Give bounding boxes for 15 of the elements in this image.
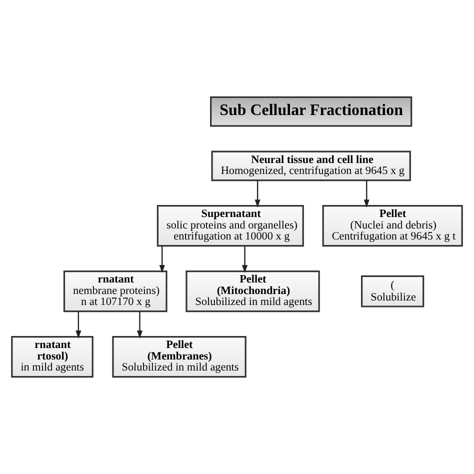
node-box: Pellet (Mitochondria) Solubilized in mild agents [186,270,320,312]
arrow [364,180,370,208]
node-box: Pellet (Nuclei and debris) Centrifugation at 9645 x g t [322,205,463,247]
arrow [159,246,165,274]
node-box: Neural tissue and cell line Homogenized, centrifugation at 9645 x g [211,150,411,182]
arrow [76,311,82,339]
node-box: Sub Cellular Fractionation [210,96,412,127]
arrow [136,311,143,339]
arrow [254,180,260,208]
node-box: rnatant nembrane proteins) n at 107170 x g [63,270,168,312]
arrow [242,246,248,274]
node-box: ( Solubilize [361,275,424,308]
node-box: Supernatant solic proteins and organelles) entrifugation at 10000 x g [156,205,304,247]
node-box: rnatant rtosol) in mild agents [11,336,94,378]
node-box: Pellet (Membranes) Solubilized in mild agents [112,336,246,378]
